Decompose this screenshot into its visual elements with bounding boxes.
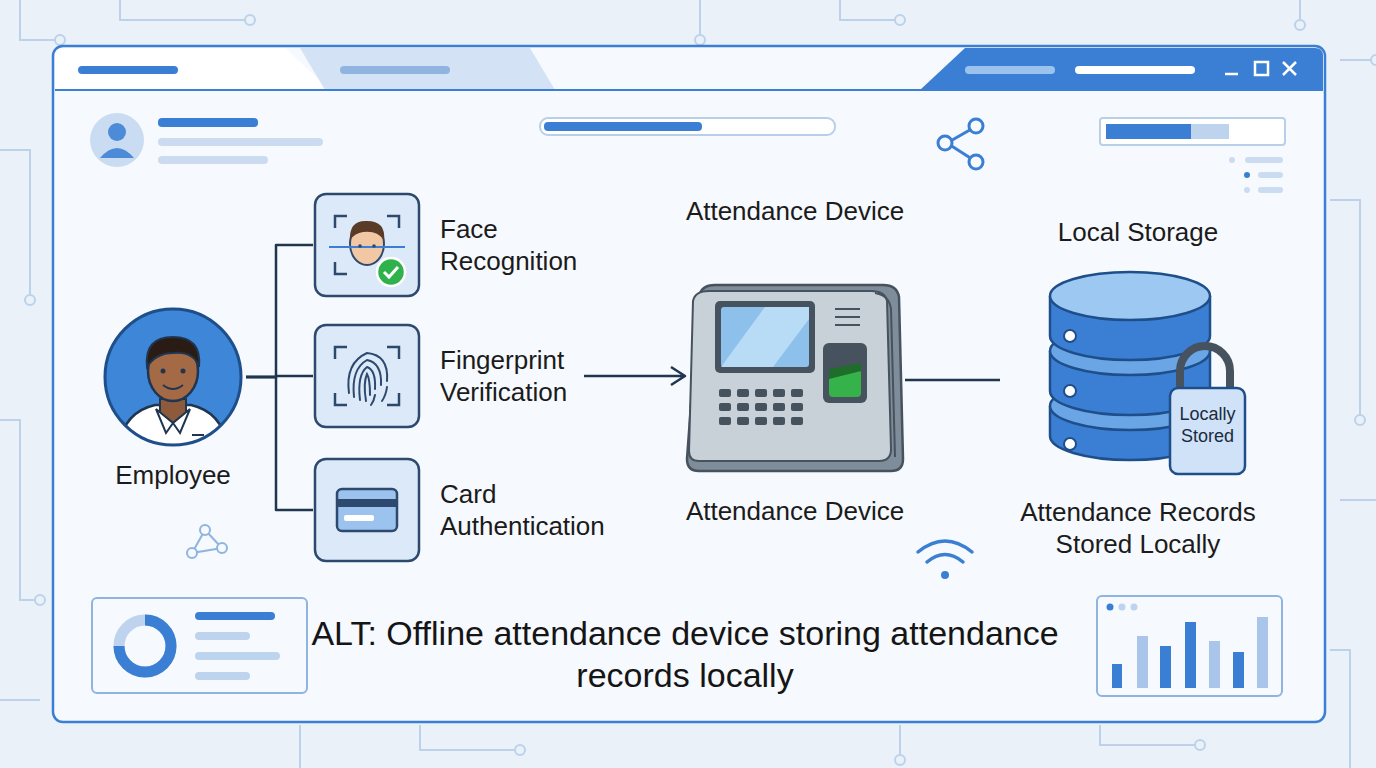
device-node: Attendance DeviceAttendance Device [685, 195, 905, 565]
method-icon [313, 192, 423, 300]
database-cylinder [1000, 266, 1270, 536]
node-label: Attendance Device [665, 495, 925, 527]
caption: ALT: Offline attendance device storing a… [300, 612, 1070, 696]
method-icon [313, 323, 423, 431]
method-node: Fingerprint Verification [313, 323, 584, 429]
attendance-device-illustration [685, 279, 905, 479]
node-label: Local Storage [1000, 216, 1276, 248]
node-label: Locally Stored [1172, 403, 1243, 447]
node-label: Fingerprint Verification [440, 344, 584, 408]
employee-node: Employee [100, 305, 246, 495]
method-icon [313, 457, 423, 565]
node-label: Employee [70, 459, 276, 491]
node-label: Card Authentication [440, 478, 621, 542]
connector [905, 379, 1000, 382]
connector [246, 377, 313, 510]
node-label: Face Recognition [440, 213, 594, 277]
connector [246, 245, 313, 377]
node-label: Attendance Records Stored Locally [990, 496, 1286, 560]
connector [584, 367, 685, 385]
employee-avatar [100, 305, 246, 451]
node-label: Attendance Device [665, 195, 925, 227]
storage-node: Local StorageLocally StoredAttendance Re… [1000, 208, 1276, 564]
method-node: Face Recognition [313, 192, 594, 298]
method-node: Card Authentication [313, 457, 621, 563]
